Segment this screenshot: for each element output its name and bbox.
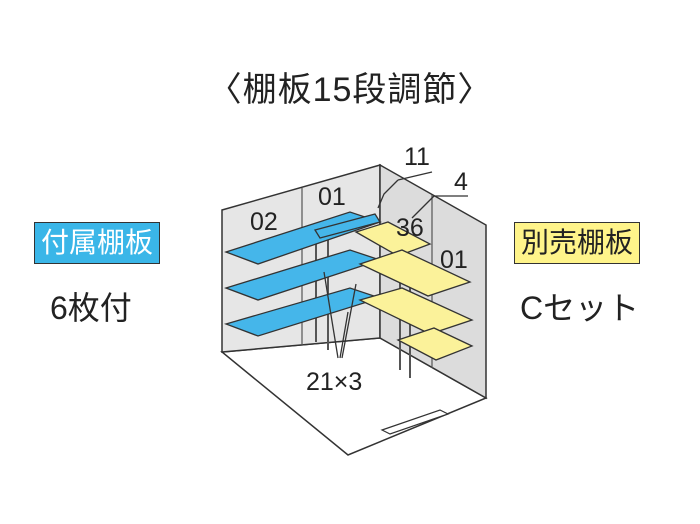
separate-shelf-2 xyxy=(358,287,474,335)
label-21x3: 21×3 xyxy=(306,368,362,396)
label-02: 02 xyxy=(250,208,278,236)
separate-shelf-badge: 別売棚板 xyxy=(514,222,641,264)
label-01-left: 01 xyxy=(318,183,346,211)
separate-shelf-corner xyxy=(354,221,432,257)
included-shelf-badge: 付属棚板 xyxy=(34,222,161,264)
separate-shelf-set: Cセット xyxy=(520,290,640,326)
label-01-right: 01 xyxy=(440,246,468,274)
separate-shelf-1 xyxy=(358,249,472,297)
label-11: 11 xyxy=(404,143,430,171)
separate-shelf-3 xyxy=(396,327,474,361)
door-threshold xyxy=(380,409,450,435)
page-title: 〈棚板15段調節〉 xyxy=(207,71,493,109)
included-shelf-count: 6枚付 xyxy=(50,290,132,326)
label-36: 36 xyxy=(396,214,424,242)
label-4: 4 xyxy=(454,168,468,196)
